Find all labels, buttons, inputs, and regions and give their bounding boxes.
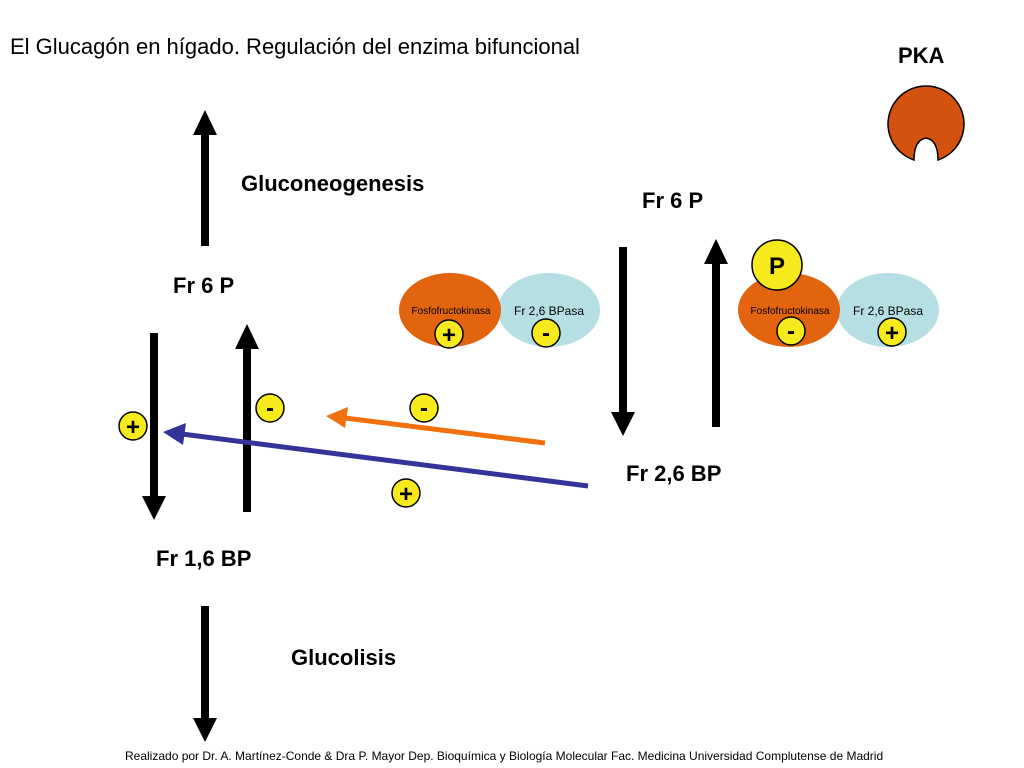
enz1-phosphatase-sign: - — [531, 318, 561, 348]
gluconeogenesis-label: Gluconeogenesis — [241, 171, 425, 196]
footer-credit: Realizado por Dr. A. Martínez-Conde & Dr… — [125, 749, 884, 763]
fr26bp-to-fr6p-arrow — [704, 239, 728, 427]
orange-regulation-arrow — [326, 407, 546, 446]
enz1-kinase-sign: + — [434, 319, 464, 349]
svg-text:-: - — [266, 395, 274, 422]
fr6p-left-label: Fr 6 P — [173, 273, 235, 298]
fr16bp-label: Fr 1,6 BP — [156, 546, 252, 571]
gluconeogenesis-arrow — [193, 110, 217, 246]
orange-arrow-sign: - — [409, 393, 439, 423]
svg-text:-: - — [420, 395, 428, 422]
left-up-sign: - — [255, 393, 285, 423]
phospho-badge: P — [751, 239, 803, 291]
svg-text:+: + — [885, 320, 899, 347]
enz1-phosphatase-label: Fr 2,6 BPasa — [514, 304, 584, 318]
svg-text:+: + — [399, 481, 413, 508]
svg-text:+: + — [126, 414, 140, 441]
svg-text:+: + — [442, 322, 456, 349]
fr6p-right-label: Fr 6 P — [642, 188, 704, 213]
page-title: El Glucagón en hígado. Regulación del en… — [10, 34, 580, 59]
fr6p-to-fr16bp-arrow — [142, 333, 166, 520]
glucolisis-label: Glucolisis — [291, 645, 397, 670]
svg-text:P: P — [769, 253, 785, 280]
fr26bp-label: Fr 2,6 BP — [626, 461, 722, 486]
enz2-kinase-label: Fosfofructokinasa — [751, 306, 830, 317]
fr16bp-to-fr6p-arrow — [235, 324, 259, 512]
svg-text:-: - — [542, 320, 550, 347]
left-down-sign: + — [118, 411, 148, 441]
pka-label: PKA — [898, 43, 945, 68]
enz2-phosphatase-sign: + — [877, 317, 907, 347]
enzyme-phosphorylated — [738, 273, 939, 347]
enz2-phosphatase-label: Fr 2,6 BPasa — [853, 304, 923, 318]
svg-text:-: - — [787, 318, 795, 345]
blue-arrow-sign: + — [391, 478, 421, 508]
enz2-kinase-sign: - — [776, 316, 806, 346]
fr6p-to-fr26bp-arrow — [611, 247, 635, 436]
enzyme-unphosphorylated — [399, 273, 600, 347]
pka-shape — [887, 85, 965, 162]
blue-regulation-arrow — [163, 423, 589, 489]
glucolisis-arrow — [193, 606, 217, 742]
enz1-kinase-label: Fosfofructokinasa — [412, 306, 491, 317]
